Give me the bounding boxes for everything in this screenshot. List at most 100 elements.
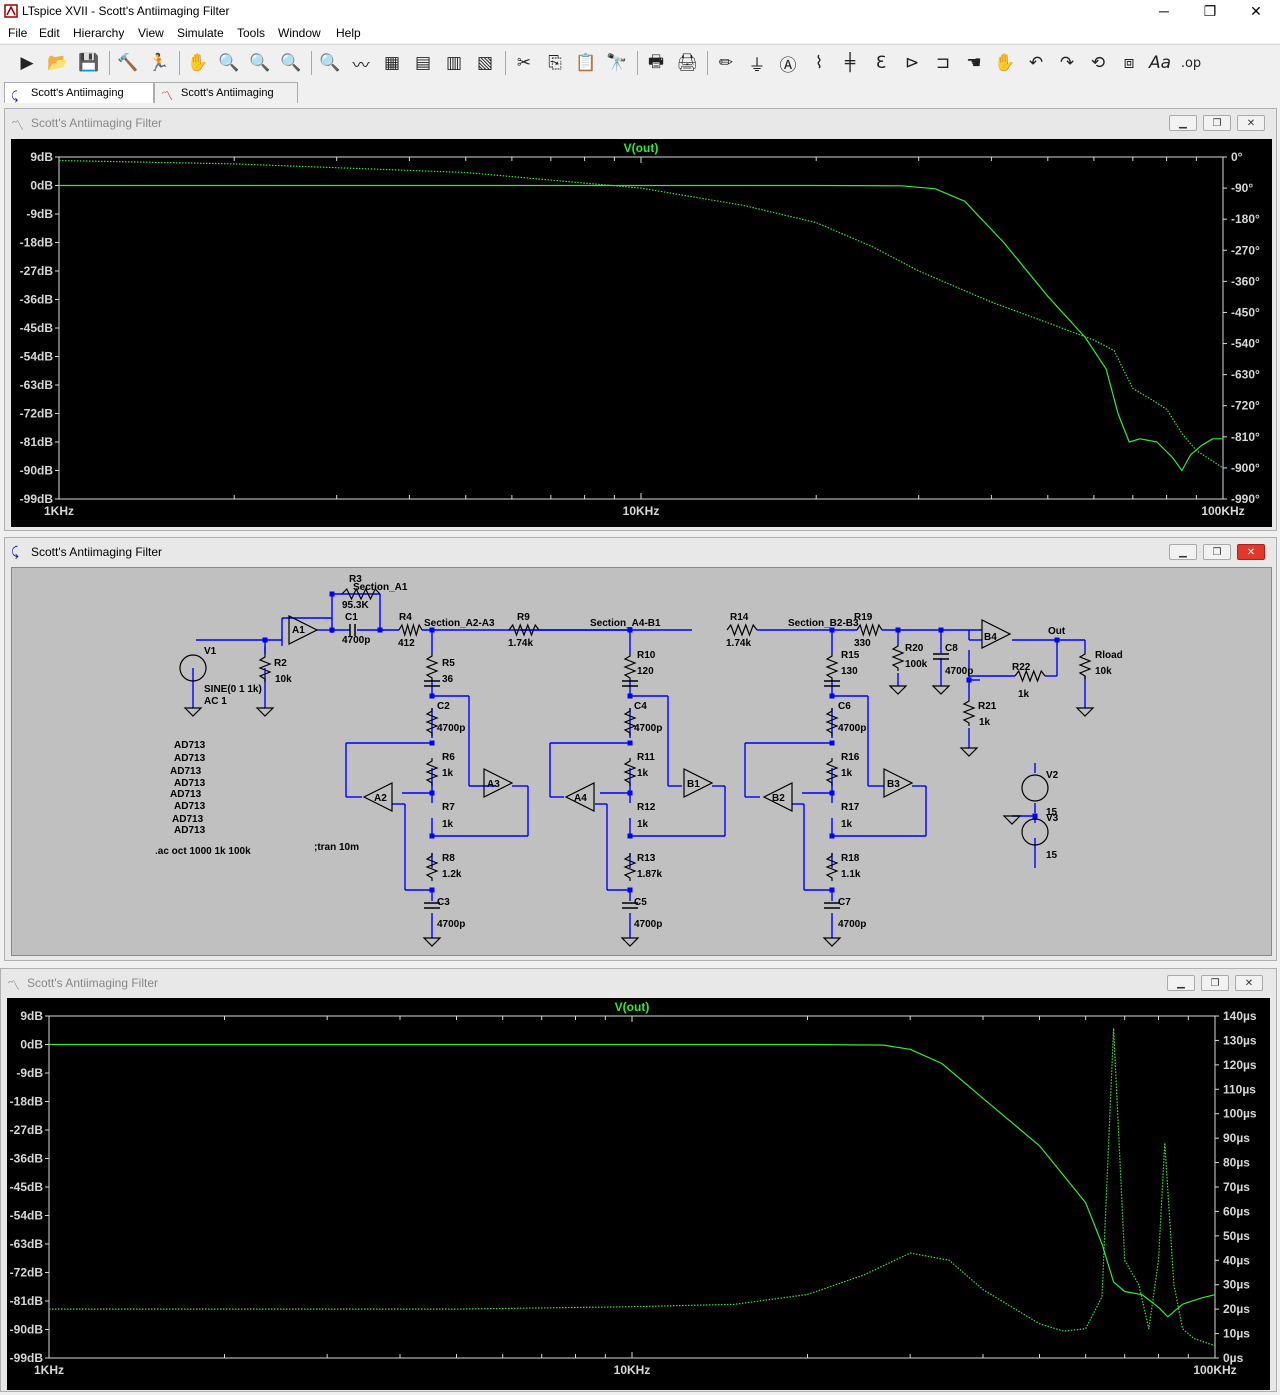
ground-icon[interactable]: ⏚ <box>748 55 766 76</box>
save-icon[interactable]: 💾 <box>78 53 100 73</box>
resistor-icon[interactable] <box>508 623 540 637</box>
resistor-icon[interactable] <box>623 708 637 736</box>
diode-icon[interactable]: ⊳ <box>904 53 920 73</box>
opamp-icon[interactable] <box>683 768 714 798</box>
label-icon[interactable]: Ⓐ <box>779 55 797 76</box>
opamp-icon[interactable] <box>564 782 595 812</box>
secondary-trace[interactable] <box>58 159 1224 469</box>
resistor-icon[interactable] <box>962 698 976 726</box>
resistor-icon[interactable] <box>623 853 637 881</box>
magnitude-trace[interactable] <box>59 184 1223 472</box>
restore-button[interactable]: ❐ <box>1203 544 1231 560</box>
open-icon[interactable]: 📂 <box>47 53 69 73</box>
opamp-icon[interactable] <box>883 768 914 798</box>
halt-icon[interactable]: 🏃 <box>148 53 170 73</box>
cut-icon[interactable]: ✂ <box>516 53 532 73</box>
secondary-trace[interactable] <box>49 1027 1216 1347</box>
resistor-icon[interactable] <box>856 622 883 638</box>
menu-tools[interactable]: Tools <box>237 26 266 40</box>
run-icon[interactable]: ▶ <box>20 53 34 73</box>
resistor-icon[interactable] <box>1078 651 1092 679</box>
resistor-icon[interactable] <box>398 622 423 638</box>
voltage-source-icon[interactable] <box>179 654 207 682</box>
schematic-drawing[interactable]: R3Section_A195.3KC14700pR4412Section_A2-… <box>12 568 1271 955</box>
close-button[interactable]: ✕ <box>1235 975 1263 991</box>
cascade-icon[interactable]: ▥ <box>445 53 463 73</box>
menu-simulate[interactable]: Simulate <box>177 26 224 40</box>
zoom-out-icon[interactable]: 🔍 <box>280 53 302 73</box>
paste-icon[interactable]: 📋 <box>575 53 597 73</box>
zoom-in-icon[interactable]: 🔍 <box>218 53 240 73</box>
mirror-icon[interactable]: ⧈ <box>1123 53 1135 73</box>
minimize-button[interactable]: ▁ <box>1167 975 1195 991</box>
maximize-button[interactable]: ❐ <box>1203 3 1217 19</box>
zoom-fit-icon[interactable]: 🔍 <box>319 53 341 73</box>
resistor-icon[interactable] <box>425 853 439 881</box>
resistor-icon[interactable] <box>623 653 637 681</box>
voltage-source-icon[interactable] <box>1021 774 1049 802</box>
resistor-icon[interactable]: ⌇ <box>814 53 824 73</box>
move-icon[interactable]: ☚ <box>966 53 982 73</box>
tile-horizontal-icon[interactable]: ▤ <box>414 53 432 73</box>
close-button[interactable]: ✕ <box>1250 3 1262 19</box>
component-icon[interactable]: ⊐ <box>935 53 951 73</box>
print-setup-icon[interactable]: 🖨 <box>676 53 698 73</box>
plot-settings-icon[interactable]: ▦ <box>383 53 401 73</box>
menu-view[interactable]: View <box>138 26 164 40</box>
resistor-icon[interactable] <box>425 708 439 736</box>
opamp-icon[interactable] <box>483 768 514 798</box>
pencil-icon[interactable]: ✏ <box>718 53 734 73</box>
text-icon[interactable]: Aa <box>1148 53 1172 73</box>
tab-waveform[interactable]: 〽 Scott's Antiimaging Filter <box>154 82 298 119</box>
menu-help[interactable]: Help <box>336 26 361 40</box>
resistor-icon[interactable] <box>825 758 839 786</box>
resistor-icon[interactable] <box>425 758 439 786</box>
copy-icon[interactable]: ⎘ <box>548 53 562 73</box>
autoscale-icon[interactable]: 〰 <box>352 55 370 76</box>
close-button[interactable]: ✕ <box>1237 115 1265 131</box>
voltage-source-icon[interactable] <box>1021 818 1049 846</box>
rotate-icon[interactable]: ⟲ <box>1090 53 1106 73</box>
print-icon[interactable]: 🖶 <box>647 51 665 72</box>
drag-icon[interactable]: ✋ <box>994 53 1016 73</box>
bode-plot-2[interactable]: 9dB0dB-9dB-18dB-27dB-36dB-45dB-54dB-63dB… <box>7 998 1270 1390</box>
opamp-icon[interactable] <box>762 782 793 812</box>
pan-icon[interactable]: ✋ <box>187 53 209 73</box>
menu-window[interactable]: Window <box>278 26 321 40</box>
minimize-button[interactable]: ─ <box>1159 3 1169 19</box>
resistor-icon[interactable] <box>825 853 839 881</box>
resistor-icon[interactable] <box>726 623 758 637</box>
resistor-icon[interactable] <box>825 708 839 736</box>
magnitude-trace[interactable] <box>49 1043 1216 1318</box>
resistor-icon[interactable] <box>341 587 381 601</box>
opamp-icon[interactable] <box>981 619 1012 649</box>
redo-icon[interactable]: ↷ <box>1059 53 1075 73</box>
resistor-icon[interactable] <box>825 653 839 681</box>
resistor-icon[interactable] <box>425 653 439 681</box>
undo-icon[interactable]: ↶ <box>1028 53 1044 73</box>
bode-plot-1[interactable]: 9dB0dB-9dB-18dB-27dB-36dB-45dB-54dB-63dB… <box>11 139 1272 527</box>
spice-directive-icon[interactable]: .op <box>1180 55 1202 71</box>
opamp-icon[interactable] <box>288 615 319 645</box>
tab-schematic[interactable]: ⤹ Scott's Antiimaging Filter <box>4 82 154 119</box>
menu-hierarchy[interactable]: Hierarchy <box>73 26 125 40</box>
resistor-icon[interactable] <box>1014 669 1046 683</box>
capacitor-icon[interactable]: ╪ <box>844 53 856 73</box>
resistor-icon[interactable] <box>258 654 272 682</box>
control-panel-icon[interactable]: 🔨 <box>117 53 139 73</box>
opamp-icon[interactable] <box>362 782 393 812</box>
resistor-icon[interactable] <box>623 758 637 786</box>
tile-vertical-icon[interactable]: ▧ <box>476 53 494 73</box>
find-icon[interactable]: 🔭 <box>606 53 628 73</box>
zoom-full-icon[interactable]: 🔍 <box>249 53 271 73</box>
close-button[interactable]: ✕ <box>1237 544 1265 560</box>
inductor-icon[interactable]: Ɛ <box>875 53 887 73</box>
restore-button[interactable]: ❐ <box>1201 975 1229 991</box>
restore-button[interactable]: ❐ <box>1203 115 1231 131</box>
menu-file[interactable]: File <box>8 26 28 40</box>
minimize-button[interactable]: ▁ <box>1169 115 1197 131</box>
menu-edit[interactable]: Edit <box>39 26 60 40</box>
